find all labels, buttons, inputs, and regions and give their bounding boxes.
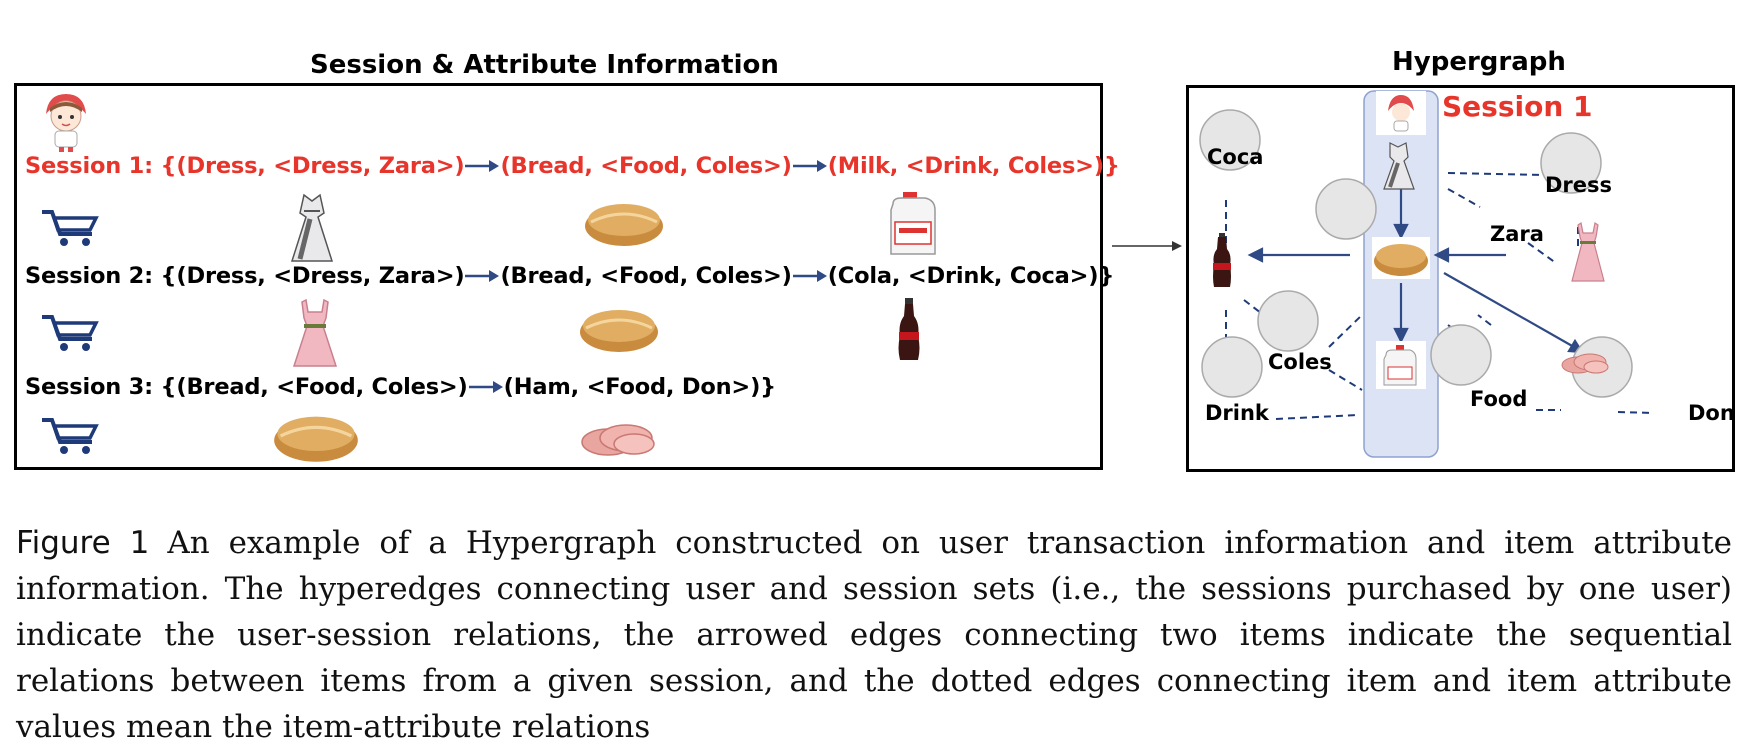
shopping-cart-icon bbox=[42, 315, 99, 351]
right-panel-title: Hypergraph bbox=[1392, 47, 1566, 77]
bread-icon bbox=[585, 204, 663, 246]
user-avatar-icon bbox=[46, 94, 86, 152]
bread-icon bbox=[274, 416, 358, 462]
shopping-cart-icon bbox=[42, 418, 99, 454]
dress-grey-icon bbox=[1383, 142, 1415, 190]
session-1-item-2: (Bread, <Food, Coles>) bbox=[500, 153, 792, 179]
session-2-item-2: (Bread, <Food, Coles>) bbox=[500, 263, 792, 289]
node-food: Food bbox=[1470, 387, 1528, 411]
bread-icon bbox=[580, 310, 658, 352]
node-coles: Coles bbox=[1268, 350, 1332, 374]
sequence-arrow-icon bbox=[792, 270, 827, 282]
cola-bottle-icon bbox=[898, 298, 920, 360]
hypergraph-panel bbox=[1186, 85, 1735, 472]
node-zara: Zara bbox=[1490, 222, 1544, 246]
hypergraph-session-label: Session 1 bbox=[1442, 90, 1593, 123]
session-1-line: Session 1: { (Dress, <Dress, Zara>) (Bre… bbox=[25, 153, 1120, 179]
panel-connector-arrow bbox=[1112, 241, 1182, 251]
figure-label: Figure 1 bbox=[16, 525, 150, 561]
session-2-item-3: (Cola, <Drink, Coca>) bbox=[827, 263, 1099, 289]
sequence-arrow-icon bbox=[468, 381, 503, 393]
ham-slices-icon bbox=[581, 424, 655, 456]
session-3-item-1: (Bread, <Food, Coles>) bbox=[176, 374, 468, 400]
hypergraph-diagram bbox=[1199, 90, 1655, 458]
session-3-item-2: (Ham, <Food, Don>) bbox=[503, 374, 761, 400]
session-3-label: Session 3: { bbox=[25, 374, 177, 400]
bread-icon bbox=[1372, 237, 1430, 279]
caption-text: An example of a Hypergraph constructed o… bbox=[16, 525, 1732, 745]
node-dress: Dress bbox=[1545, 173, 1613, 197]
sequence-arrow-icon bbox=[792, 160, 827, 172]
left-panel-title: Session & Attribute Information bbox=[310, 50, 779, 80]
session-1-item-1: (Dress, <Dress, Zara>) bbox=[176, 153, 465, 179]
session-2-line: Session 2: { (Dress, <Dress, Zara>) (Bre… bbox=[25, 263, 1114, 289]
session-2-item-1: (Dress, <Dress, Zara>) bbox=[176, 263, 465, 289]
sequence-arrow-icon bbox=[465, 160, 500, 172]
dress-pink-icon bbox=[1571, 222, 1605, 282]
milk-jug-icon bbox=[1376, 341, 1426, 389]
node-drink: Drink bbox=[1205, 401, 1269, 425]
dress-pink-icon bbox=[292, 298, 338, 367]
ham-slices-icon bbox=[1561, 353, 1609, 374]
node-coca: Coca bbox=[1207, 145, 1264, 169]
milk-jug-icon bbox=[890, 192, 936, 255]
shopping-cart-icon bbox=[42, 210, 99, 246]
node-don: Don bbox=[1688, 401, 1735, 425]
sequence-arrow-icon bbox=[465, 270, 500, 282]
cola-bottle-icon bbox=[1213, 233, 1231, 287]
session-3-line: Session 3: { (Bread, <Food, Coles>) (Ham… bbox=[25, 374, 776, 400]
session-1-suffix: } bbox=[1103, 153, 1120, 179]
session-1-item-3: (Milk, <Drink, Coles>) bbox=[827, 153, 1104, 179]
session-3-suffix: } bbox=[760, 374, 776, 400]
session-2-label: Session 2: { bbox=[25, 263, 177, 289]
session-1-label: Session 1: { bbox=[25, 153, 177, 179]
dress-grey-icon bbox=[290, 193, 334, 262]
user-avatar-icon bbox=[1376, 91, 1426, 135]
session-2-suffix: } bbox=[1098, 263, 1115, 289]
session-attribute-panel bbox=[14, 83, 1103, 470]
